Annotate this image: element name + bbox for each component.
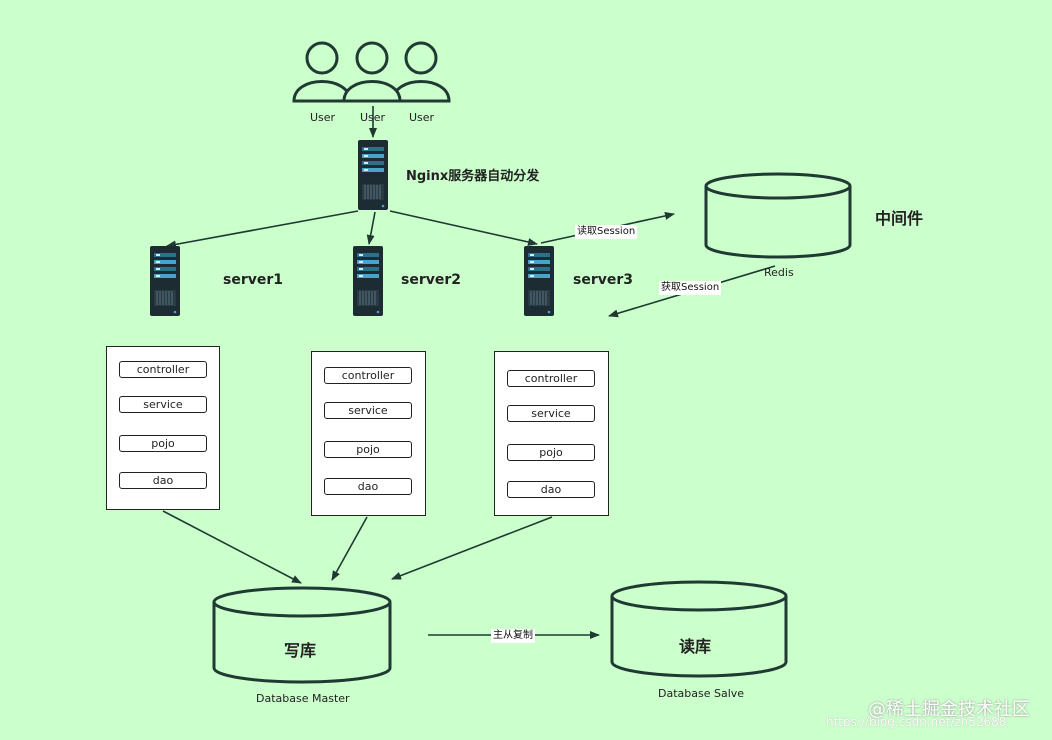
user-label: User: [310, 111, 336, 124]
redis-cylinder-icon: [704, 172, 852, 259]
server2-panel: controller service pojo dao: [311, 351, 426, 516]
server1-label: server1: [223, 272, 283, 288]
server2-label: server2: [401, 272, 461, 288]
pojo-layer: pojo: [324, 441, 412, 458]
server1-icon: [149, 245, 181, 317]
server3-panel: controller service pojo dao: [494, 351, 609, 516]
controller-layer: controller: [119, 361, 207, 378]
replication-label: 主从复制: [491, 629, 535, 643]
dao-layer: dao: [119, 472, 207, 489]
user-label: User: [409, 111, 435, 124]
user-label: User: [360, 111, 386, 124]
controller-layer: controller: [507, 370, 595, 387]
master-db-cylinder-icon: [212, 586, 392, 684]
brand-watermark: @稀土掘金技术社区: [868, 699, 1030, 720]
get-session-label: 获取Session: [659, 281, 722, 295]
users-group-icon: [292, 41, 451, 103]
nginx-server-icon: [357, 139, 389, 211]
master-db-caption: Database Master: [256, 692, 350, 705]
slave-db-title: 读库: [679, 637, 712, 656]
dao-layer: dao: [324, 478, 412, 495]
server2-icon: [352, 245, 384, 317]
dao-layer: dao: [507, 481, 595, 498]
master-db-title: 写库: [284, 641, 317, 660]
server3-icon: [523, 245, 555, 317]
slave-db-cylinder-icon: [610, 580, 788, 678]
pojo-layer: pojo: [507, 444, 595, 461]
service-layer: service: [507, 405, 595, 422]
service-layer: service: [119, 396, 207, 413]
url-watermark: https://blog.csdn.net/zh52688: [826, 715, 1007, 729]
nginx-label: Nginx服务器自动分发: [406, 169, 540, 184]
server3-label: server3: [573, 272, 633, 288]
controller-layer: controller: [324, 367, 412, 384]
pojo-layer: pojo: [119, 435, 207, 452]
read-session-label: 读取Session: [575, 225, 638, 239]
server1-panel: controller service pojo dao: [106, 346, 220, 510]
service-layer: service: [324, 402, 412, 419]
slave-db-caption: Database Salve: [658, 687, 745, 700]
middleware-title: 中间件: [875, 209, 924, 228]
redis-label: Redis: [764, 266, 794, 279]
